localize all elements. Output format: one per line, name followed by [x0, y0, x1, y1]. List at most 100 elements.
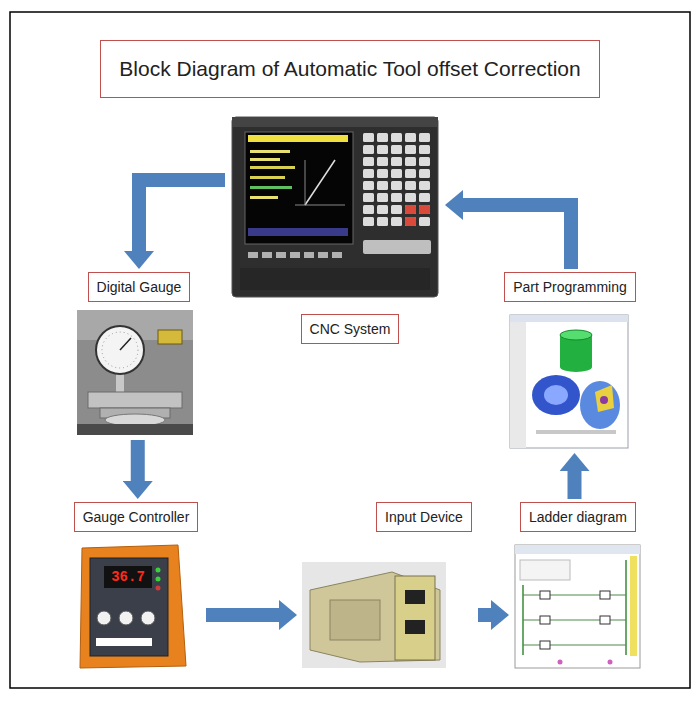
cnc-panel-picture — [250, 158, 280, 161]
cnc-panel-picture — [248, 228, 348, 236]
gauge-controller-picture — [156, 577, 161, 582]
flow-arrow — [463, 205, 571, 269]
input-device-picture — [405, 590, 425, 604]
block-label: Part Programming — [504, 272, 636, 302]
cnc-panel-picture — [250, 186, 292, 189]
cnc-panel-picture — [262, 252, 272, 258]
ladder-diagram-picture — [558, 660, 563, 665]
input-device-picture — [405, 620, 425, 634]
part-programming-picture — [532, 375, 580, 415]
ladder-diagram-picture — [540, 616, 550, 624]
input-device-picture — [330, 600, 380, 640]
digital-gauge-picture — [120, 338, 131, 350]
gauge-controller-picture — [80, 545, 186, 668]
gauge-controller-picture — [80, 545, 186, 668]
gauge-controller-picture — [156, 586, 161, 591]
cnc-panel-picture — [250, 166, 295, 169]
title-wrap: Block Diagram of Automatic Tool offset C… — [0, 40, 700, 98]
display-reading: 36.7 — [111, 569, 145, 585]
programming-block: Part Programming — [498, 272, 644, 450]
cnc-panel-picture — [232, 117, 438, 297]
flow-arrow — [206, 608, 279, 622]
cnc-panel-picture — [304, 252, 314, 258]
part-programming-picture — [536, 430, 616, 434]
part-programming-picture — [510, 315, 628, 448]
cnc-panel-picture — [250, 196, 278, 199]
cnc-panel-picture — [290, 252, 300, 258]
gauge-controller-picture — [96, 638, 152, 646]
ladder-diagram-picture — [608, 660, 613, 665]
diagram-title: Block Diagram of Automatic Tool offset C… — [100, 40, 599, 98]
gauge-controller-picture — [104, 566, 152, 588]
digital-gauge-picture — [77, 424, 193, 435]
part-programming-picture — [560, 362, 592, 372]
cnc-panel-picture — [245, 132, 353, 244]
cnc-panel-picture — [248, 252, 258, 258]
label-wrap: 36.7 — [104, 566, 152, 588]
input-device-block: Input Device — [300, 502, 475, 670]
digital-gauge-picture — [77, 310, 193, 435]
block-label: Ladder diagram — [520, 502, 636, 532]
page-frame — [10, 12, 690, 688]
gauge-controller-picture — [141, 611, 155, 625]
ladder-diagram-picture — [600, 616, 610, 624]
block-label: Digital Gauge — [88, 272, 191, 302]
ladder-block: Ladder diagram — [512, 502, 644, 670]
digital-gauge-picture — [102, 332, 138, 368]
cnc-panel-picture — [363, 240, 431, 254]
input-device-picture — [302, 562, 446, 668]
cnc-panel-picture — [248, 135, 348, 142]
cnc-panel-picture — [250, 150, 290, 153]
block-label: Input Device — [376, 502, 472, 532]
cnc-panel-picture — [240, 268, 430, 290]
cnc-system-block: CNC System — [228, 112, 442, 344]
digital-gauge-picture — [96, 326, 144, 374]
part-programming-picture — [595, 385, 614, 412]
cnc-panel-picture — [332, 252, 342, 258]
cnc-panel-picture — [250, 176, 285, 179]
digital-gauge-picture — [77, 310, 193, 435]
digital-gauge-picture — [158, 330, 182, 344]
gauge-controller-picture — [156, 568, 161, 573]
ladder-diagram-picture — [540, 641, 550, 649]
cnc-panel-picture — [305, 160, 306, 205]
part-programming-picture — [600, 396, 608, 404]
part-programming-picture — [544, 385, 568, 405]
gauge-block: Digital Gauge — [75, 272, 203, 437]
cnc-panel-picture — [318, 252, 328, 258]
ladder-diagram-picture — [515, 545, 640, 554]
ladder-diagram-picture — [515, 545, 640, 668]
ladder-diagram-picture — [523, 595, 626, 596]
cnc-panel-picture — [295, 205, 345, 206]
block-label: CNC System — [301, 314, 400, 344]
ladder-diagram-picture — [600, 591, 610, 599]
gauge-controller-picture — [90, 558, 168, 656]
block-label: Gauge Controller — [74, 502, 199, 532]
cnc-panel-picture — [305, 160, 335, 205]
cnc-panel-picture — [276, 252, 286, 258]
cnc-panel-picture — [405, 217, 416, 226]
ladder-diagram-picture — [523, 620, 626, 621]
ladder-diagram-picture — [540, 591, 550, 599]
ladder-diagram-picture — [625, 560, 627, 655]
input-device-picture — [302, 562, 446, 668]
part-programming-picture — [510, 315, 628, 322]
part-programming-picture — [510, 322, 526, 448]
gauge-controller-picture — [97, 611, 111, 625]
ladder-diagram-picture — [520, 560, 570, 580]
digital-gauge-picture — [88, 392, 182, 408]
cnc-panel-picture — [405, 205, 416, 214]
cnc-panel-picture — [419, 205, 430, 214]
flow-arrow — [139, 180, 225, 251]
cnc-panel-picture — [232, 117, 438, 127]
flow-arrow — [568, 471, 582, 499]
ladder-diagram-picture — [523, 645, 626, 646]
gauge-controller-picture — [119, 611, 133, 625]
controller-block: Gauge Controller — [70, 502, 203, 670]
input-device-picture — [395, 576, 435, 660]
flow-arrow — [131, 440, 145, 481]
